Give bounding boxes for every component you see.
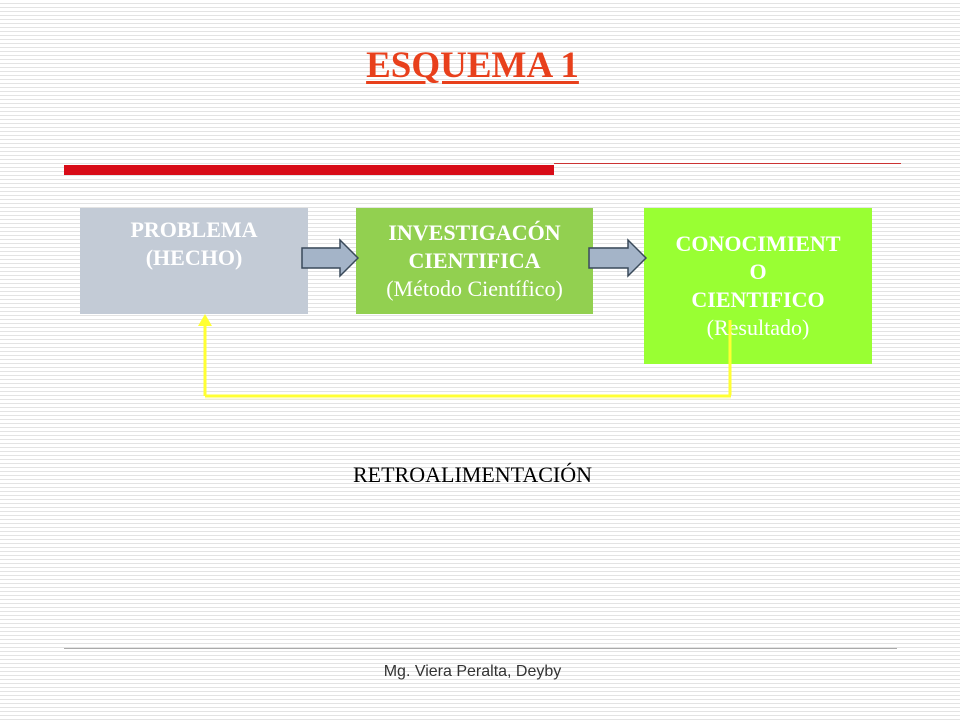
box-conocimiento-line2: O: [749, 259, 767, 284]
top-divider-line: [554, 163, 901, 164]
arrow-investigacion-to-conocimiento: [588, 238, 648, 278]
box-investigacion-line2: CIENTIFICA: [408, 248, 541, 273]
box-conocimiento-line3: CIENTIFICO: [691, 287, 825, 312]
box-problema-line2: (HECHO): [145, 245, 243, 270]
feedback-arrowhead: [198, 314, 212, 326]
box-investigacion: INVESTIGACÓN CIENTIFICA (Método Científi…: [356, 208, 593, 314]
arrow-problema-to-investigacion: [301, 238, 360, 278]
box-investigacion-line3: (Método Científico): [386, 276, 563, 301]
box-conocimiento-line4: (Resultado): [706, 315, 810, 340]
box-conocimiento: CONOCIMIENT O CIENTIFICO (Resultado): [644, 208, 872, 364]
red-divider-bar: [64, 165, 554, 175]
page-title: ESQUEMA 1: [366, 45, 579, 86]
feedback-label: RETROALIMENTACIÓN: [353, 462, 592, 487]
box-conocimiento-line1: CONOCIMIENT: [675, 231, 841, 256]
box-investigacion-line1: INVESTIGACÓN: [388, 220, 561, 245]
bottom-divider-line: [64, 648, 897, 649]
footer-author: Mg. Viera Peralta, Deyby: [383, 663, 562, 680]
box-problema: PROBLEMA (HECHO): [80, 208, 308, 314]
box-problema-line1: PROBLEMA: [130, 217, 258, 242]
